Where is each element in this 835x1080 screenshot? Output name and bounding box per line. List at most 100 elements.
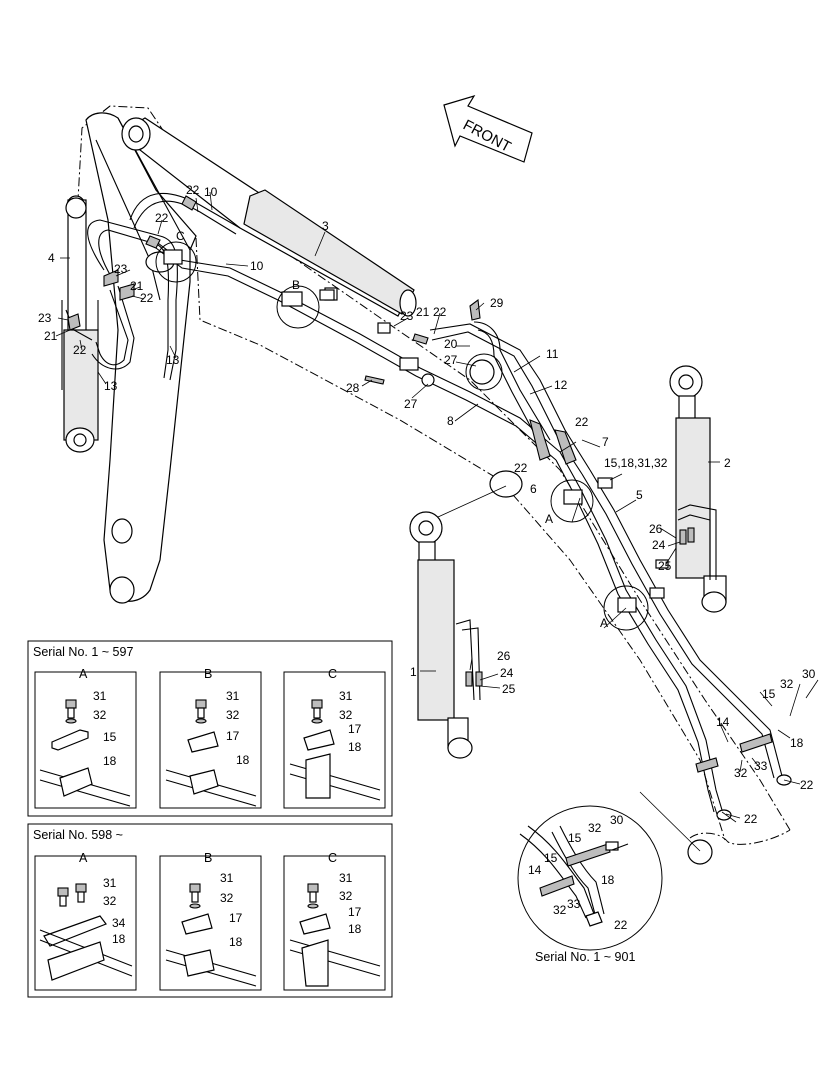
callout-23-b: 23	[38, 311, 52, 325]
callout-24-right: 24	[652, 538, 666, 552]
detail-33: 33	[567, 897, 581, 911]
detail-32-top: 32	[588, 821, 602, 835]
callout-10-upper: 10	[204, 185, 218, 199]
bucket-cylinder-1	[409, 511, 483, 759]
panel-1-a-31: 31	[93, 689, 107, 703]
detail-b-marker: B	[292, 278, 300, 292]
callout-1: 1	[410, 665, 417, 679]
detail-a-marker-1: A	[545, 512, 553, 526]
detail-32-bottom: 32	[553, 903, 567, 917]
panel-1-a-18: 18	[103, 754, 117, 768]
boom-cylinder-3	[121, 117, 417, 317]
panel-serial-1-597: Serial No. 1 ~ 597 A 31 32 15 18 B	[27, 640, 393, 817]
callout-30: 30	[802, 667, 816, 681]
panel-2-a-32: 32	[103, 894, 117, 908]
upper-pipes	[129, 192, 591, 475]
panel-2-box-b-letter: B	[204, 851, 212, 865]
panel-1-c-17: 17	[348, 722, 362, 736]
callout-13-left: 13	[104, 379, 118, 393]
detail-18: 18	[601, 873, 615, 887]
callout-32: 32	[780, 677, 794, 691]
panel-2-b-31: 31	[220, 871, 234, 885]
detail-15-a: 15	[568, 831, 582, 845]
callout-10-lower: 10	[250, 259, 264, 273]
panel-2-box-c-letter: C	[328, 851, 337, 865]
callout-22-d: 22	[73, 343, 87, 357]
panel-2-box-a: A 31 32 34 18	[34, 851, 137, 991]
callout-29: 29	[490, 296, 504, 310]
panel-1-box-c: C 31 32 17 18	[283, 667, 386, 809]
callout-14: 14	[716, 715, 730, 729]
detail-circles	[155, 241, 669, 631]
callout-5: 5	[636, 488, 643, 502]
detail-caption: Serial No. 1 ~ 901	[535, 950, 635, 964]
panel-2-b-32: 32	[220, 891, 234, 905]
panel-1-b-32: 32	[226, 708, 240, 722]
detail-c-marker: C	[176, 229, 185, 243]
callout-21-b: 21	[44, 329, 58, 343]
panel-1-box-c-letter: C	[328, 667, 337, 681]
callout-22-c: 22	[140, 291, 154, 305]
callout-6: 6	[530, 482, 537, 496]
callout-21-a: 21	[130, 279, 144, 293]
callout-25-right: 25	[658, 559, 672, 573]
panel-1-c-31: 31	[339, 689, 353, 703]
callout-20: 20	[444, 337, 458, 351]
fittings	[67, 195, 577, 498]
callout-18: 18	[790, 736, 804, 750]
panel-2-a-18: 18	[112, 932, 126, 946]
detail-circle-serial-1-901: 30 32 15 15 14 18 32 33 22 Serial No. 1 …	[517, 805, 663, 964]
callout-21-c: 21	[416, 305, 430, 319]
panel-serial-598: Serial No. 598 ~ A 31 32 34 18 B	[27, 823, 393, 998]
callout-26-right: 26	[649, 522, 663, 536]
panel-2-box-b: B 31 32 17 18	[159, 851, 262, 991]
callout-2: 2	[724, 456, 731, 470]
callout-15: 15	[762, 687, 776, 701]
callout-12: 12	[554, 378, 568, 392]
callout-22-b: 22	[155, 211, 169, 225]
callout-23-c: 23	[400, 309, 414, 323]
panel-1-c-18: 18	[348, 740, 362, 754]
panel-1-b-17: 17	[226, 729, 240, 743]
panel-2-c-31: 31	[339, 871, 353, 885]
leader-lines	[55, 191, 819, 852]
panel-2-title: Serial No. 598 ~	[33, 828, 123, 842]
panel-1-b-18: 18	[236, 753, 250, 767]
panel-2-c-32: 32	[339, 889, 353, 903]
panel-1-a-15: 15	[103, 730, 117, 744]
callout-22-h: 22	[800, 778, 814, 792]
panel-2-box-a-letter: A	[79, 851, 88, 865]
front-arrow: FRONT	[443, 94, 533, 163]
callout-22-i: 22	[744, 812, 758, 826]
detail-15-b: 15	[544, 851, 558, 865]
callout-11: 11	[546, 347, 559, 361]
boom-outline	[77, 105, 791, 845]
callout-32-lower: 32	[734, 766, 748, 780]
panel-1-a-32: 32	[93, 708, 107, 722]
panel-2-box-c: C 31 32 17 18	[283, 851, 386, 991]
bucket-cylinder-2	[669, 365, 727, 613]
arm-structure	[66, 112, 197, 604]
callout-26-left: 26	[497, 649, 511, 663]
panel-1-box-b-letter: B	[204, 667, 212, 681]
callout-15-18-31-32: 15,18,31,32	[604, 456, 668, 470]
callout-27-a: 27	[444, 353, 458, 367]
callout-33: 33	[754, 759, 768, 773]
panel-1-box-b: B 31 32 17 18	[159, 667, 262, 809]
panel-1-box-a: A 31 32 15 18	[34, 667, 137, 809]
detail-a-marker-2: A	[600, 616, 608, 630]
panel-2-c-17: 17	[348, 905, 362, 919]
callout-24-left: 24	[500, 666, 514, 680]
panel-1-title: Serial No. 1 ~ 597	[33, 645, 133, 659]
arm-cylinder-4	[61, 197, 99, 453]
panel-2-b-18: 18	[229, 935, 243, 949]
panel-2-c-18: 18	[348, 922, 362, 936]
boom-pipes	[555, 451, 792, 865]
callout-25-left: 25	[502, 682, 516, 696]
callout-22-a: 22	[186, 183, 200, 197]
main-callouts: 1 2 3 4 5 6 7 8 10 10 11 12 13 13 14 15 …	[38, 183, 816, 826]
panel-1-c-32: 32	[339, 708, 353, 722]
callout-27-b: 27	[404, 397, 418, 411]
detail-22: 22	[614, 918, 628, 932]
